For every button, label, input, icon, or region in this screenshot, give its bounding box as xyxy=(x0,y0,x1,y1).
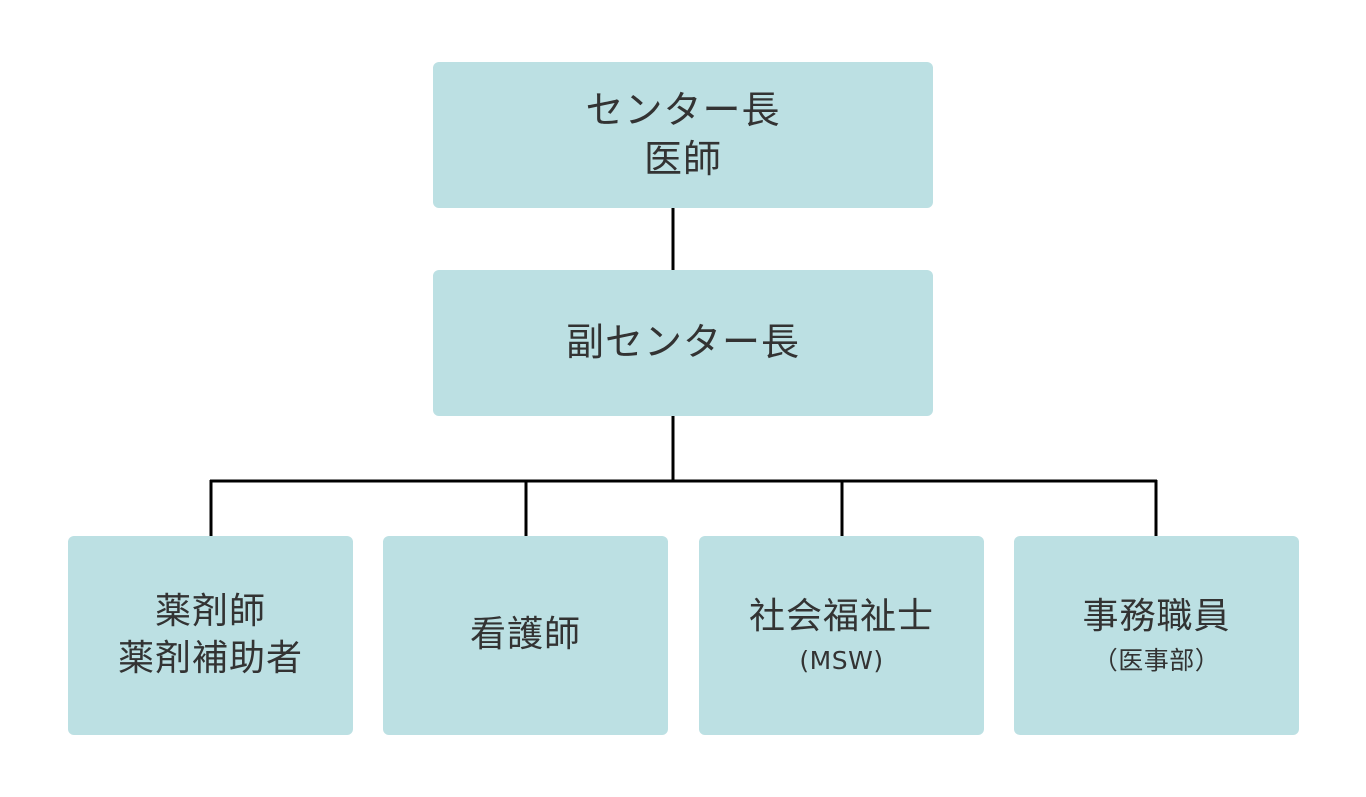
node-vice-director-title: 副センター長 xyxy=(565,320,800,365)
node-pharmacy: 薬剤師 薬剤補助者 xyxy=(68,536,353,735)
node-center-director-role: 医師 xyxy=(643,137,722,181)
node-center-director: センター長 医師 xyxy=(433,62,933,208)
node-nurse: 看護師 xyxy=(383,536,668,735)
node-office-staff: 事務職員 （医事部） xyxy=(1014,536,1299,735)
node-social-worker: 社会福祉士 (MSW) xyxy=(699,536,984,735)
node-center-director-title: センター長 xyxy=(585,87,781,132)
node-pharmacy-title: 薬剤師 xyxy=(154,590,266,632)
node-vice-director: 副センター長 xyxy=(433,270,933,416)
node-office-staff-subtitle: （医事部） xyxy=(1092,645,1221,675)
node-social-worker-subtitle: (MSW) xyxy=(799,645,884,675)
node-office-staff-title: 事務職員 xyxy=(1082,595,1231,637)
node-pharmacy-subtitle: 薬剤補助者 xyxy=(117,637,303,679)
node-social-worker-title: 社会福祉士 xyxy=(748,595,934,637)
node-nurse-title: 看護師 xyxy=(469,614,581,656)
